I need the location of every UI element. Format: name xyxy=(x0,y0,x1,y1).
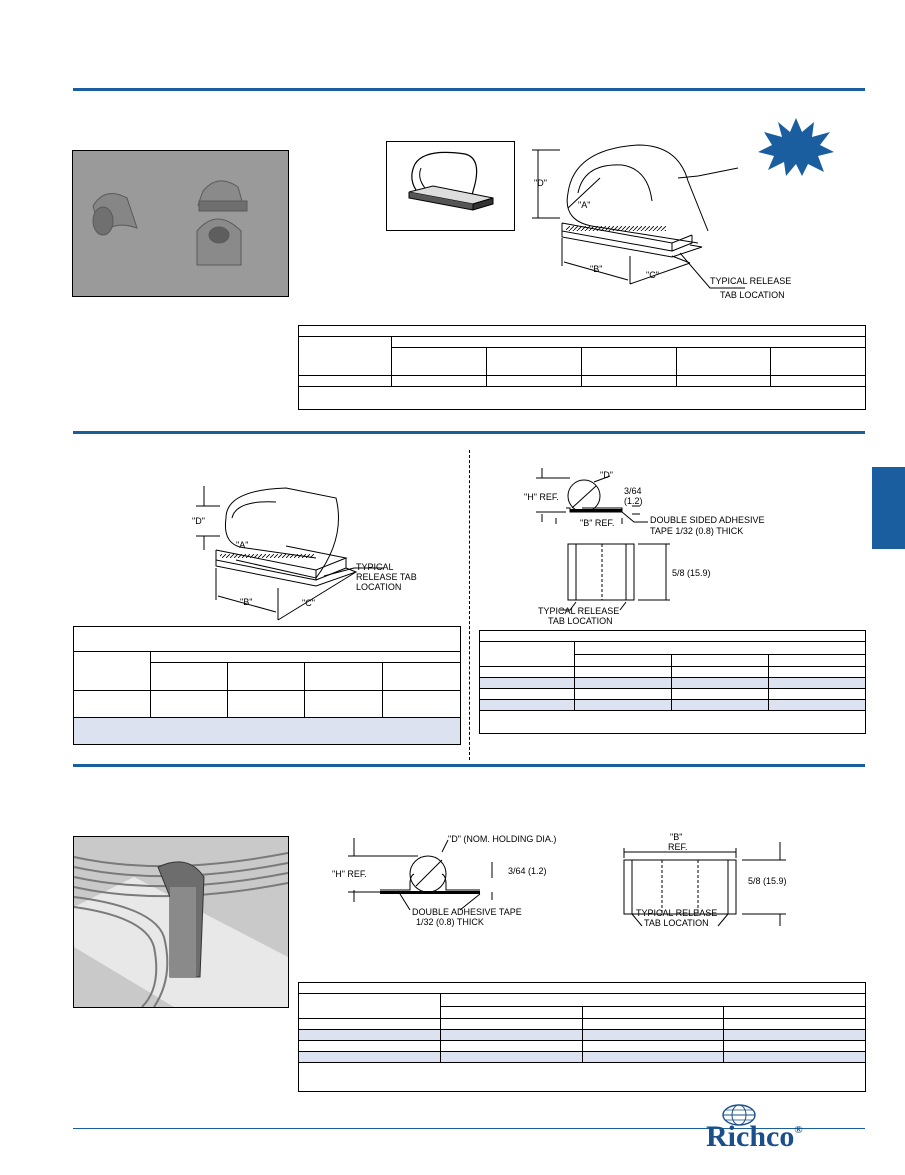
table-row xyxy=(74,662,462,691)
new-star-icon xyxy=(758,118,834,176)
bottom-thick: 3/64 (1.2) xyxy=(508,866,547,876)
table-row xyxy=(479,666,866,678)
section-rule-middle xyxy=(73,431,865,434)
table-row xyxy=(298,335,867,376)
top-spec-table xyxy=(297,325,867,410)
mid-left-callout-2: RELEASE TAB xyxy=(356,572,417,582)
mid-left-dim-b: "B" xyxy=(240,597,252,607)
mid-left-iso-diagram: "D" "A" "B" "C" TYPICAL RELEASE TAB LOCA… xyxy=(192,486,417,621)
table-row xyxy=(73,650,462,691)
mid-right-spec-table xyxy=(479,630,866,734)
globe-logo-icon xyxy=(722,1104,756,1126)
bottom-release-1: TYPICAL RELEASE xyxy=(636,908,717,918)
table-row xyxy=(298,1029,866,1041)
table-row xyxy=(479,630,866,642)
table-row xyxy=(298,375,867,387)
bottom-dim-b-2: REF. xyxy=(668,842,688,852)
mid-right-thick-2: (1.2) xyxy=(624,496,643,506)
mid-right-dim-d: "D" xyxy=(600,470,613,480)
bottom-right-diagram: "B" REF. 5/8 (15.9) TYPICAL RELEASE TAB … xyxy=(623,832,787,928)
mid-right-dim-h: "H" REF. xyxy=(524,492,559,502)
top-callout-line2: TAB LOCATION xyxy=(720,290,785,300)
table-row xyxy=(479,699,866,711)
table-row xyxy=(298,1018,866,1030)
table-row xyxy=(72,626,462,652)
product-photo-cable-clip xyxy=(73,836,289,1008)
registered-mark: ® xyxy=(794,1124,803,1136)
table-row xyxy=(72,717,462,745)
table-row xyxy=(298,1062,866,1092)
section-rule-bottom xyxy=(73,764,865,767)
mid-divider xyxy=(469,450,470,760)
mid-left-callout-3: LOCATION xyxy=(356,582,401,592)
mid-left-dim-a: "A" xyxy=(236,540,248,550)
table-row xyxy=(298,1051,866,1063)
logo-name: Richco xyxy=(706,1120,795,1153)
inset-clip-diagram xyxy=(386,141,515,231)
bottom-spec-table xyxy=(298,982,866,1092)
mid-left-dim-c: "C" xyxy=(302,598,315,608)
table-row xyxy=(479,641,866,667)
bottom-tape-1: DOUBLE ADHESIVE TAPE xyxy=(412,907,522,917)
mid-left-dim-d: "D" xyxy=(192,516,205,526)
mid-right-width: 5/8 (15.9) xyxy=(672,568,711,578)
table-row xyxy=(298,982,866,994)
mid-right-dim-b: "B" REF. xyxy=(580,518,614,528)
bottom-section-diagram: "D" (NOM. HOLDING DIA.) "H" REF. 3/64 (1… xyxy=(332,834,556,927)
mid-left-callout-1: TYPICAL xyxy=(356,562,394,572)
bottom-dim-b-1: "B" xyxy=(670,832,682,842)
top-dim-b: "B" xyxy=(590,264,602,274)
footer-rule xyxy=(73,1128,865,1129)
mid-right-thick-1: 3/64 xyxy=(624,486,642,496)
cable-clip-illustration xyxy=(74,837,288,1007)
mid-right-release-1: TYPICAL RELEASE xyxy=(538,606,619,616)
top-iso-diagram: "D" "A" "B" "C" TYPICAL RELEASE TAB LOCA… xyxy=(532,144,791,300)
table-row xyxy=(479,688,866,700)
top-dim-a: "A" xyxy=(578,200,590,210)
top-dim-d: "D" xyxy=(534,178,547,188)
table-row xyxy=(479,677,866,689)
table-row xyxy=(297,386,867,410)
mid-right-tape-1: DOUBLE SIDED ADHESIVE xyxy=(650,515,765,525)
mid-left-spec-table xyxy=(72,626,462,745)
table-row xyxy=(298,1040,866,1052)
mid-right-diagram: "D" "H" REF. "B" REF. 3/64 (1.2) DOUBLE … xyxy=(524,468,765,626)
richco-logo: Richco® xyxy=(706,1120,803,1154)
bottom-width: 5/8 (15.9) xyxy=(748,876,787,886)
mid-right-release-2: TAB LOCATION xyxy=(548,616,613,626)
table-row xyxy=(298,993,866,1019)
clips-illustration xyxy=(73,151,288,296)
bottom-release-2: TAB LOCATION xyxy=(644,918,709,928)
bottom-dim-h: "H" REF. xyxy=(332,869,367,879)
table-row xyxy=(480,653,866,667)
bottom-dim-d: "D" (NOM. HOLDING DIA.) xyxy=(448,834,556,844)
table-row xyxy=(297,325,867,337)
table-row xyxy=(479,710,866,734)
product-photo-clips xyxy=(72,150,289,297)
top-callout-line1: TYPICAL RELEASE xyxy=(710,276,791,286)
section-rule-top xyxy=(73,88,865,91)
mid-right-tape-2: TAPE 1/32 (0.8) THICK xyxy=(650,526,743,536)
bottom-tape-2: 1/32 (0.8) THICK xyxy=(416,917,484,927)
top-dim-c: "C" xyxy=(646,270,659,280)
clip-inset-icon xyxy=(408,151,494,211)
table-row xyxy=(73,690,462,718)
section-side-tab xyxy=(872,467,905,549)
